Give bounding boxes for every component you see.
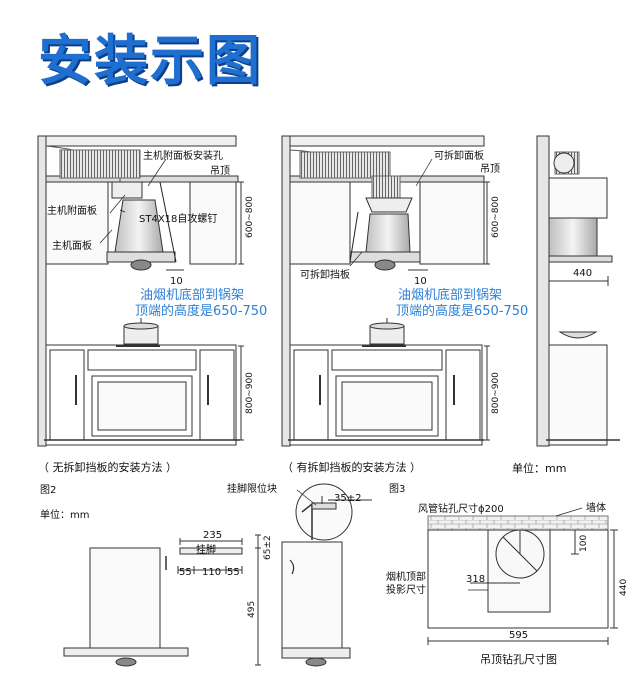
dim-wall-offset: 100 (579, 534, 589, 552)
dim-width-fig3: 595 (509, 630, 529, 641)
label-removable-baffle: 可拆卸挡板 (300, 270, 350, 281)
note-b-line2: 顶端的高度是650-750 (396, 304, 529, 319)
panel-b-drawing (281, 135, 490, 447)
fig2-leaders (296, 489, 317, 506)
unit-c: 单位：mm (512, 462, 567, 475)
label-mount-hole: 主机附面板安装孔 (143, 151, 223, 162)
note-a-line2: 顶端的高度是650-750 (135, 304, 268, 319)
dim-cabinet-a: 800~900 (245, 372, 255, 414)
dim-gap-b: 10 (414, 276, 427, 287)
dim-total-width: 235 (203, 530, 223, 541)
dim-body-height: 495 (247, 600, 257, 618)
dim-gap-a: 10 (170, 276, 183, 287)
panel-a-drawing (37, 135, 244, 447)
label-attach-plate: 主机附面板 (47, 206, 97, 217)
dim-height-a: 600~800 (245, 196, 255, 238)
fig3-caption: 吊顶钻孔尺寸图 (480, 653, 557, 666)
label-removable-face: 可拆卸面板 (434, 151, 484, 162)
label-front-plate: 主机面板 (52, 241, 92, 252)
dim-cabinet-b: 800~900 (491, 372, 501, 414)
fig3-drawing (427, 515, 618, 645)
fig2-drawing (63, 483, 372, 667)
dim-mid: 110 (202, 567, 222, 578)
panel-c-drawing (536, 135, 620, 447)
page-title: 安装示图 (38, 29, 262, 92)
label-wall: 墙体 (586, 503, 606, 514)
note-a-line1: 油烟机底部到锅架 (140, 288, 245, 303)
label-duct-hole: 风管钻孔尺寸ϕ200 (418, 504, 504, 515)
dim-depth-fig3: 440 (619, 578, 629, 596)
label-screw: ST4X18自攻螺钉 (139, 214, 218, 225)
label-projection-line2: 投影尺寸 (386, 585, 426, 596)
fig2-unit: 单位：mm (40, 510, 90, 521)
fig2-label: 图2 (40, 485, 57, 496)
note-b-line1: 油烟机底部到锅架 (398, 288, 503, 303)
label-projection-line1: 烟机顶部 (386, 572, 426, 583)
dim-hook-height: 65±2 (263, 535, 273, 560)
dim-offset-x: 318 (466, 574, 486, 585)
fig3-label: 图3 (389, 484, 406, 495)
label-hook-limit: 挂脚限位块 (227, 484, 277, 495)
label-hook: 挂脚 (196, 545, 216, 556)
panel-b-leaders (349, 158, 433, 267)
caption-b: （ 有拆卸挡板的安装方法 ） (282, 461, 421, 474)
label-ceiling-a: 吊顶 (210, 166, 230, 177)
dim-left: 55 (179, 567, 192, 578)
panel-a-leaders (99, 158, 167, 244)
fig3-leaders (468, 507, 583, 591)
label-ceiling-b: 吊顶 (480, 164, 500, 175)
dim-hook-gap: 35±2 (334, 493, 362, 504)
dim-depth-c: 440 (573, 268, 593, 279)
dim-right: 55 (227, 567, 240, 578)
caption-a: （ 无拆卸挡板的安装方法 ） (38, 461, 177, 474)
dim-height-b: 600~800 (491, 196, 501, 238)
